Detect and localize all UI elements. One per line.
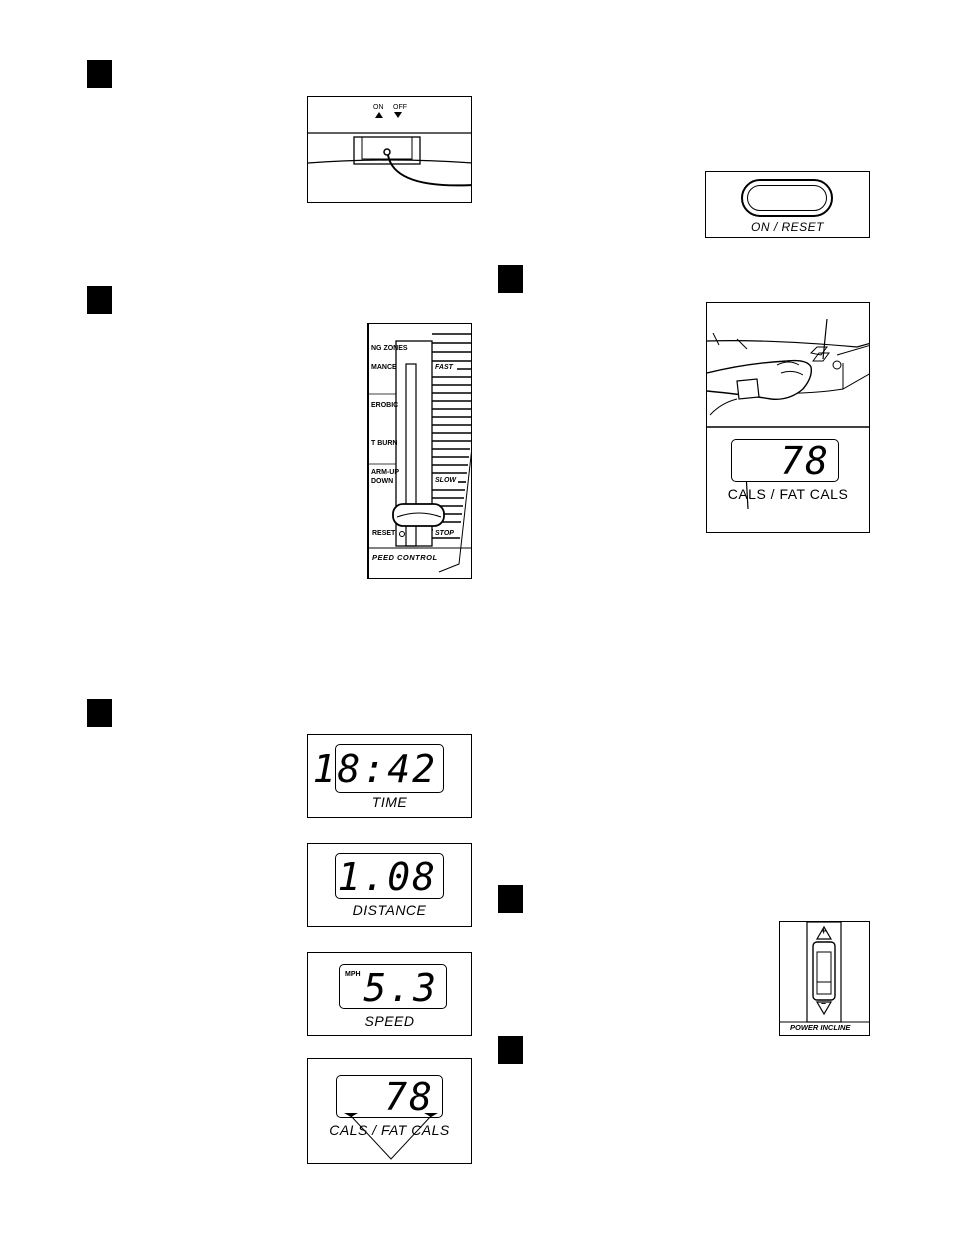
reset-indicator-icon (399, 531, 405, 537)
distance-value: 1.08 (337, 855, 437, 899)
speed-slider-knob (392, 503, 445, 527)
slow-label: SLOW (435, 477, 456, 484)
speed-control-illustration: NG ZONES MANCE EROBIC T BURN ARM-UP DOWN… (367, 323, 472, 579)
step-marker-4 (498, 265, 523, 293)
speed-lcd: MPH 5.3 (339, 964, 447, 1009)
step-marker-2 (87, 286, 112, 314)
incline-plus-label: + (821, 926, 827, 936)
incline-up-arrow-icon (815, 925, 833, 940)
time-lcd: 18:42 (313, 744, 444, 793)
pulse-sensor-illustration: 78 CALS / FAT CALS (706, 302, 870, 533)
time-label: TIME (371, 794, 408, 810)
off-label: OFF (393, 104, 407, 111)
fat-cals-indicator-icon (424, 1113, 438, 1117)
fast-label: FAST (435, 364, 453, 371)
step-marker-3 (87, 699, 112, 727)
pulse-label: CALS / FAT CALS (727, 486, 849, 502)
pulse-sensor-drawing (707, 318, 869, 510)
calories-lcd: 78 (336, 1075, 443, 1118)
calories-label: CALS / FAT CALS (329, 1122, 450, 1138)
distance-display-illustration: 1.08 DISTANCE (307, 843, 472, 927)
step-marker-1 (87, 60, 112, 88)
incline-minus-label: – (821, 998, 827, 1008)
zone-label: ARM-UP (371, 469, 399, 476)
calories-value: 78 (384, 1075, 434, 1119)
reset-label: RESET (372, 530, 396, 537)
zone-label: NG ZONES (371, 345, 408, 352)
hand-icon (707, 359, 813, 400)
zone-label: EROBIC (371, 402, 399, 409)
speed-label: SPEED (364, 1013, 415, 1029)
speed-scale-lines (432, 333, 471, 539)
on-reset-illustration: ON / RESET (705, 171, 870, 238)
handrail-grip-icon (736, 378, 760, 400)
speed-control-title: PEED CONTROL (372, 553, 438, 562)
power-incline-drawing (780, 922, 869, 1023)
calories-display-illustration: 78 CALS / FAT CALS (307, 1058, 472, 1164)
distance-lcd: 1.08 (335, 853, 444, 899)
on-label: ON (373, 104, 384, 111)
pulse-lcd: 78 (731, 439, 839, 482)
pulse-value: 78 (780, 439, 830, 483)
speed-display-illustration: MPH 5.3 SPEED (307, 952, 472, 1036)
on-reset-label: ON / RESET (750, 220, 824, 234)
stop-label: STOP (435, 530, 454, 537)
cals-indicator-icon (344, 1113, 358, 1117)
speed-control-drawing (369, 333, 471, 573)
zone-label: T BURN (371, 440, 398, 447)
step-marker-5 (498, 885, 523, 913)
speed-unit: MPH (345, 971, 361, 978)
on-arrow-icon (375, 112, 383, 118)
off-arrow-icon (394, 112, 402, 118)
power-cord-socket-icon (383, 148, 391, 156)
zone-label: DOWN (371, 478, 394, 485)
power-switch-illustration: ON OFF (307, 96, 472, 203)
incline-rocker-switch (812, 941, 836, 1001)
speed-value: 5.3 (363, 966, 438, 1010)
step-marker-6 (498, 1036, 523, 1064)
power-incline-illustration: + – POWER INCLINE (779, 921, 870, 1036)
power-cord-icon (387, 154, 471, 187)
power-switch-drawing (308, 112, 471, 187)
time-value: 18:42 (312, 747, 437, 791)
incline-down-arrow-icon (815, 1001, 833, 1016)
power-incline-label: POWER INCLINE (790, 1023, 851, 1032)
on-reset-button[interactable] (741, 179, 833, 217)
time-display-illustration: 18:42 TIME (307, 734, 472, 818)
slider-track (405, 363, 417, 547)
distance-label: DISTANCE (352, 902, 427, 918)
zone-label: MANCE (371, 364, 397, 371)
calories-indicator-drawing (344, 1113, 438, 1160)
